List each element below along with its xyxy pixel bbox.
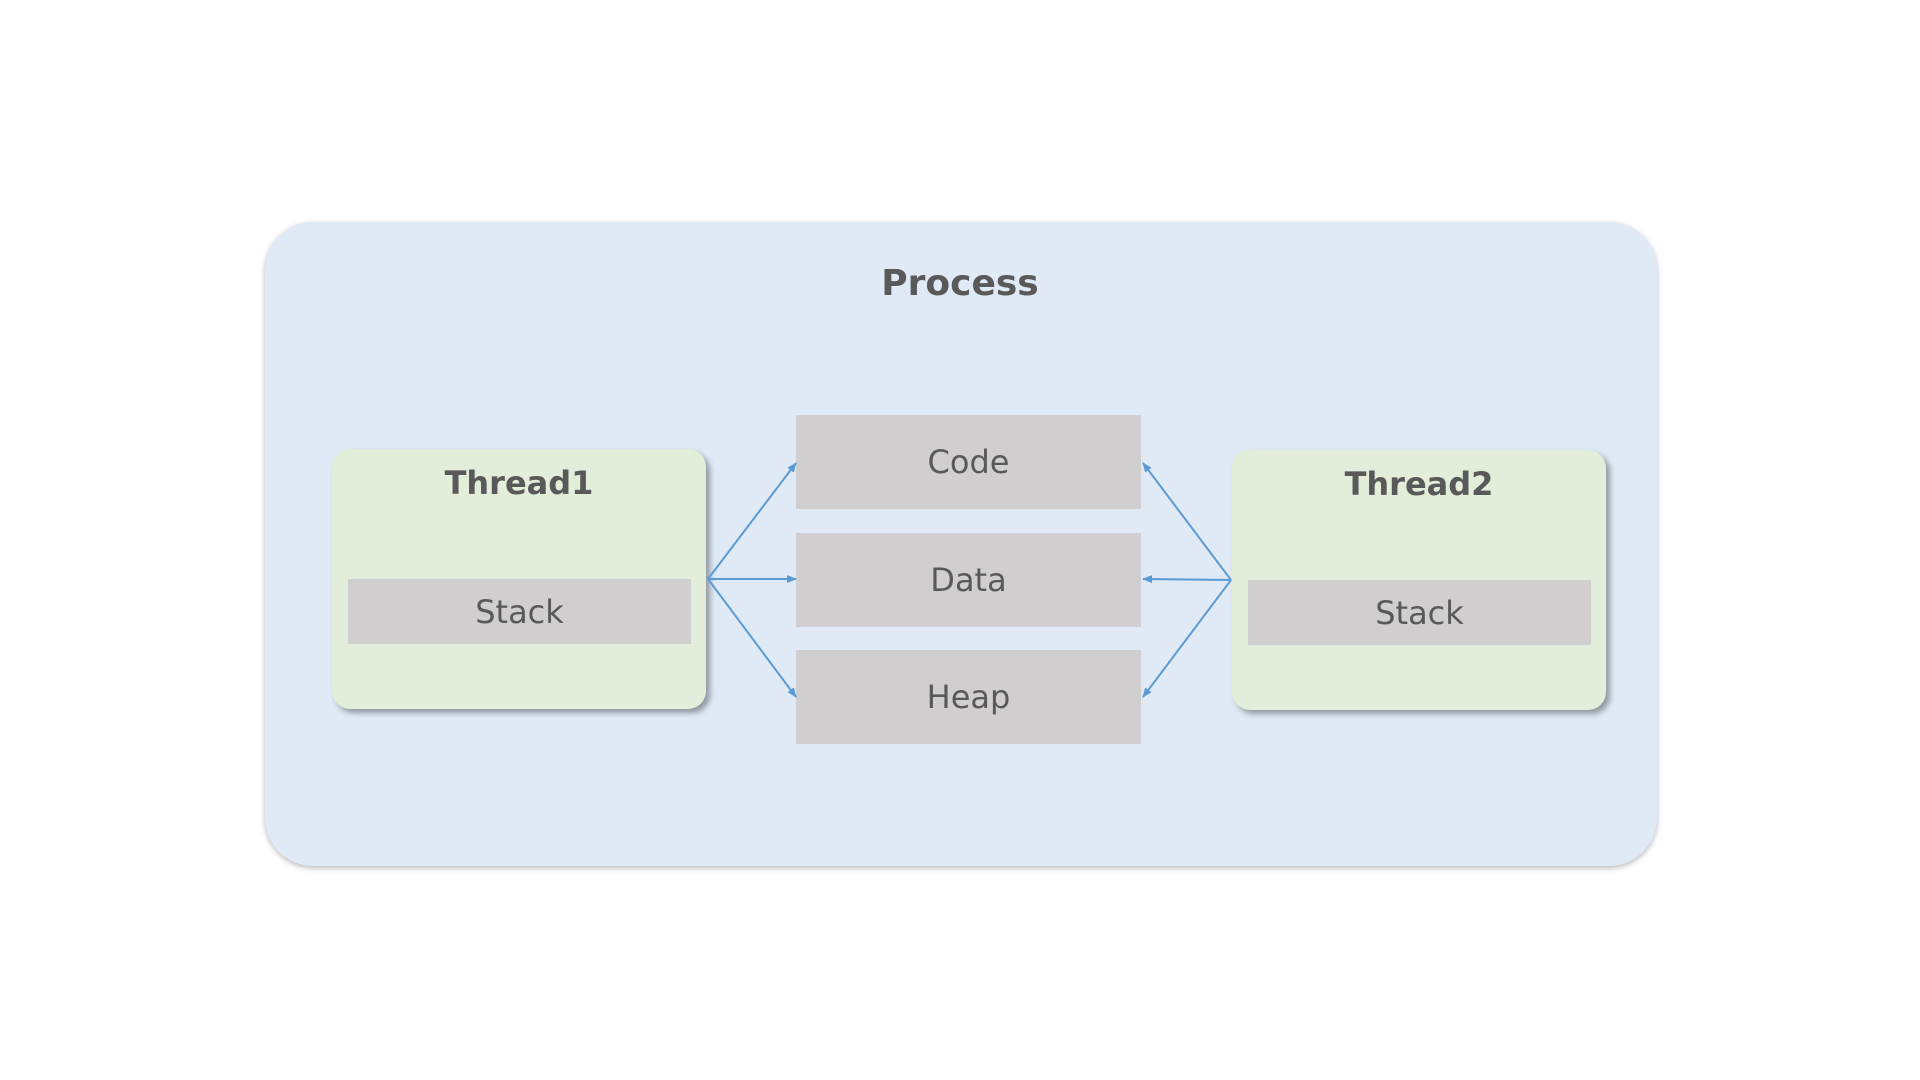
thread2-title: Thread2 bbox=[1344, 465, 1494, 503]
data-segment: Data bbox=[796, 533, 1141, 627]
thread1-title: Thread1 bbox=[444, 464, 594, 502]
thread1-stack: Stack bbox=[348, 579, 691, 644]
thread2-box: Thread2 Stack bbox=[1232, 450, 1606, 710]
process-title: Process bbox=[881, 263, 1039, 304]
heap-segment: Heap bbox=[796, 650, 1141, 744]
code-segment: Code bbox=[796, 415, 1141, 509]
thread2-stack: Stack bbox=[1248, 580, 1591, 645]
thread1-box: Thread1 Stack bbox=[332, 449, 706, 709]
